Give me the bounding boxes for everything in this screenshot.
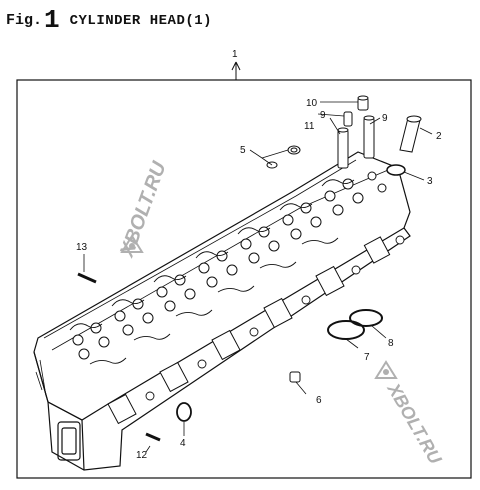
part-2-sleeve xyxy=(399,115,422,153)
part-12-stud xyxy=(145,432,161,442)
callout-3: 3 xyxy=(427,176,433,187)
callout-9-left: 9 xyxy=(320,110,326,121)
figure-prefix: Fig. xyxy=(6,12,43,29)
part-8-gasket xyxy=(349,309,383,327)
leader-1 xyxy=(231,61,241,80)
callout-9-right: 9 xyxy=(382,113,388,124)
figure-number: 1 xyxy=(44,5,60,35)
callout-6: 6 xyxy=(316,395,322,406)
valve-seat-pattern xyxy=(72,171,387,360)
callout-7: 7 xyxy=(364,352,370,363)
callout-12: 12 xyxy=(136,450,148,461)
callout-2: 2 xyxy=(436,131,442,142)
part-5-plugs xyxy=(266,145,301,169)
part-3-seal xyxy=(386,164,406,176)
figure-title: CYLINDER HEAD(1) xyxy=(69,13,213,29)
callout-10: 10 xyxy=(306,98,318,109)
diagram-frame xyxy=(16,79,472,479)
callout-5: 5 xyxy=(240,145,246,156)
watermark-logo-left xyxy=(120,234,144,253)
callout-1: 1 xyxy=(232,49,238,60)
rocker-bracket-pattern xyxy=(69,179,355,365)
callout-4: 4 xyxy=(180,438,186,449)
part-6-plug xyxy=(289,371,301,383)
figure-header: Fig.1 CYLINDER HEAD(1) xyxy=(6,4,213,33)
part-13-stud xyxy=(77,272,97,284)
callout-11: 11 xyxy=(304,121,315,132)
watermark-left: XBOLT.RU xyxy=(116,158,171,260)
watermark-text-left: XBOLT.RU xyxy=(116,158,171,260)
side-ports xyxy=(107,236,391,425)
watermark-right: XBOLT.RU xyxy=(383,379,446,468)
side-bosses xyxy=(145,235,405,401)
watermark-logo-right xyxy=(374,360,398,379)
parts-9-11-guides xyxy=(337,95,375,169)
part-7-gasket xyxy=(327,320,365,340)
watermark-text-right: XBOLT.RU xyxy=(383,379,446,468)
part-4-seal xyxy=(176,402,192,422)
leader-lines xyxy=(83,101,433,453)
callout-13: 13 xyxy=(76,242,88,253)
callout-8: 8 xyxy=(388,338,394,349)
